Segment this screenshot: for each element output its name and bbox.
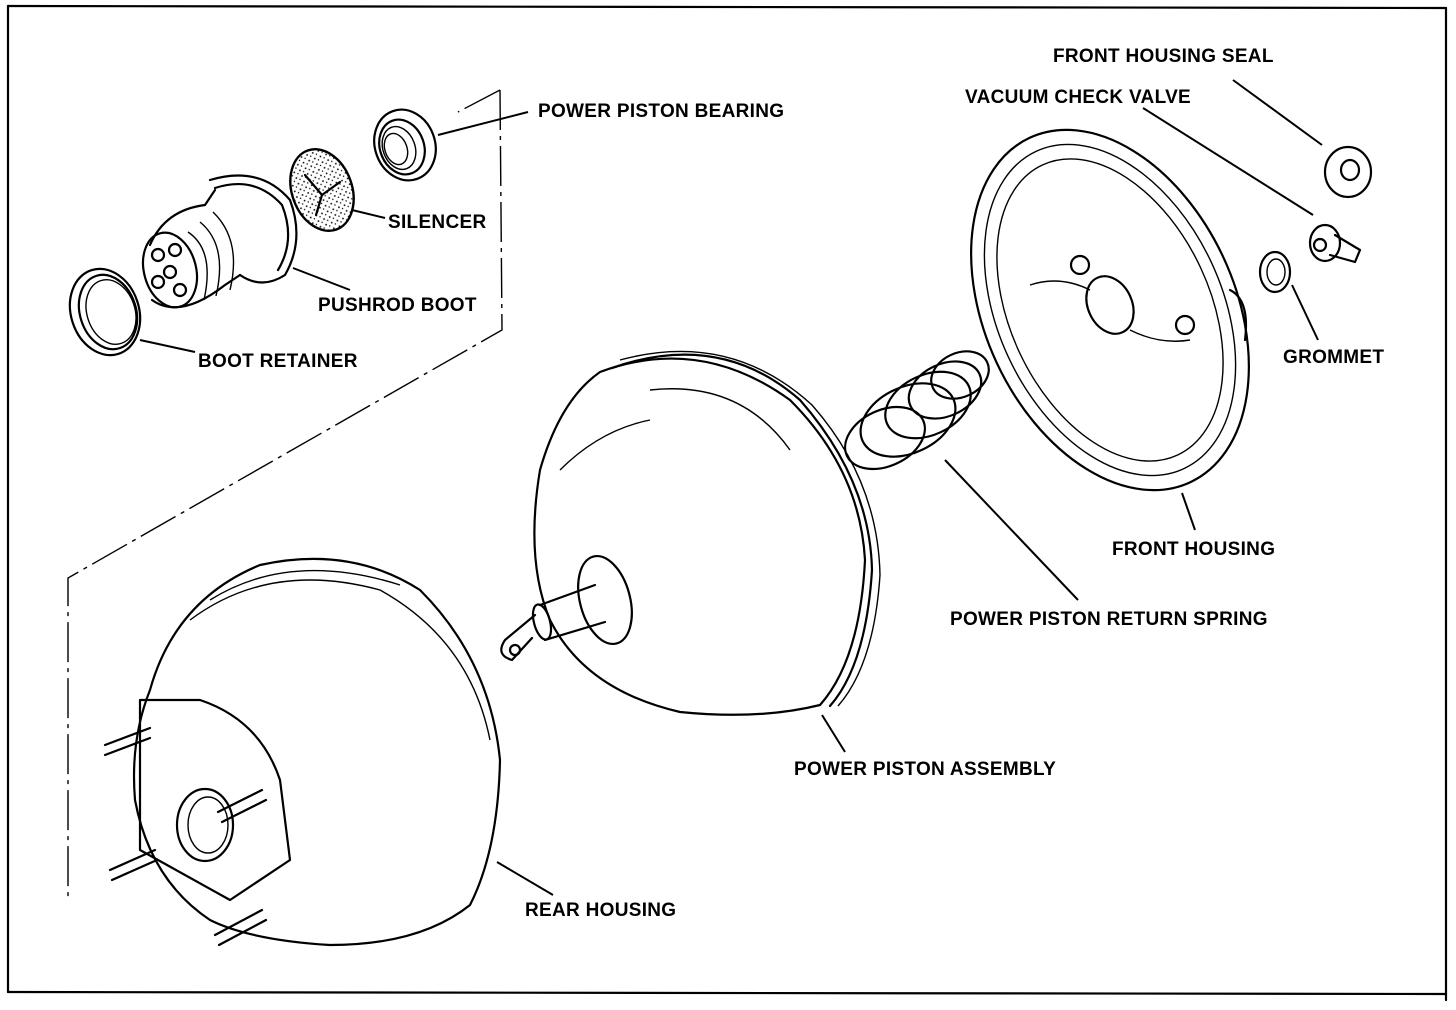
pushrod-boot-part [141, 174, 298, 309]
label-silencer: SILENCER [388, 212, 486, 233]
boot-retainer-part [68, 267, 142, 357]
label-pushrod-boot: PUSHROD BOOT [318, 295, 477, 316]
power-piston-bearing-part [373, 108, 437, 182]
label-power-piston-bearing: POWER PISTON BEARING [538, 101, 784, 122]
power-piston-assembly-part [500, 350, 881, 716]
label-boot-retainer: BOOT RETAINER [198, 351, 358, 372]
return-spring-part [844, 350, 990, 471]
label-front-housing: FRONT HOUSING [1112, 539, 1275, 560]
rear-housing-part [103, 557, 502, 947]
label-power-piston-return-spring: POWER PISTON RETURN SPRING [950, 609, 1268, 630]
detail-callout-outline [67, 89, 503, 900]
front-housing-part [970, 128, 1250, 492]
label-front-housing-seal: FRONT HOUSING SEAL [1053, 46, 1274, 67]
silencer-part [289, 148, 355, 232]
label-power-piston-assembly: POWER PISTON ASSEMBLY [794, 759, 1056, 780]
grommet-part [1258, 250, 1292, 294]
diagram-frame [6, 4, 1448, 1002]
part-labels: FRONT HOUSING SEAL VACUUM CHECK VALVE PO… [198, 46, 1384, 921]
vacuum-check-valve-part [1308, 223, 1362, 264]
label-grommet: GROMMET [1283, 347, 1384, 368]
front-housing-seal-part [1323, 145, 1373, 199]
leader-lines [139, 79, 1323, 896]
label-rear-housing: REAR HOUSING [525, 900, 676, 921]
label-vacuum-check-valve: VACUUM CHECK VALVE [965, 87, 1191, 108]
